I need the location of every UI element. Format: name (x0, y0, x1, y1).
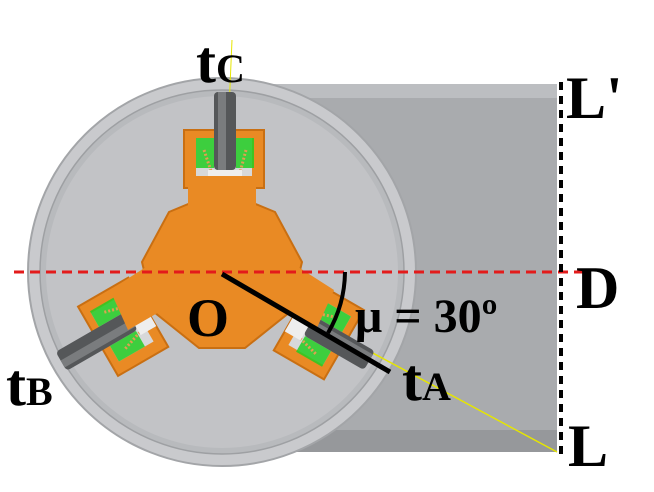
ta-direction-line (220, 271, 392, 375)
pipe-top-edge (222, 84, 557, 98)
label-tb: tB (6, 352, 53, 418)
arm-b (57, 276, 170, 378)
label-l-prime: L' (566, 65, 623, 131)
label-o: O (187, 288, 229, 348)
label-d: D (576, 255, 619, 321)
robot-body (110, 176, 334, 349)
label-ta: tA (402, 347, 451, 413)
angle-arc (326, 271, 347, 335)
label-angle: μ = 30º (355, 290, 497, 343)
label-l: L (568, 413, 608, 479)
label-tc: tC (196, 29, 245, 95)
